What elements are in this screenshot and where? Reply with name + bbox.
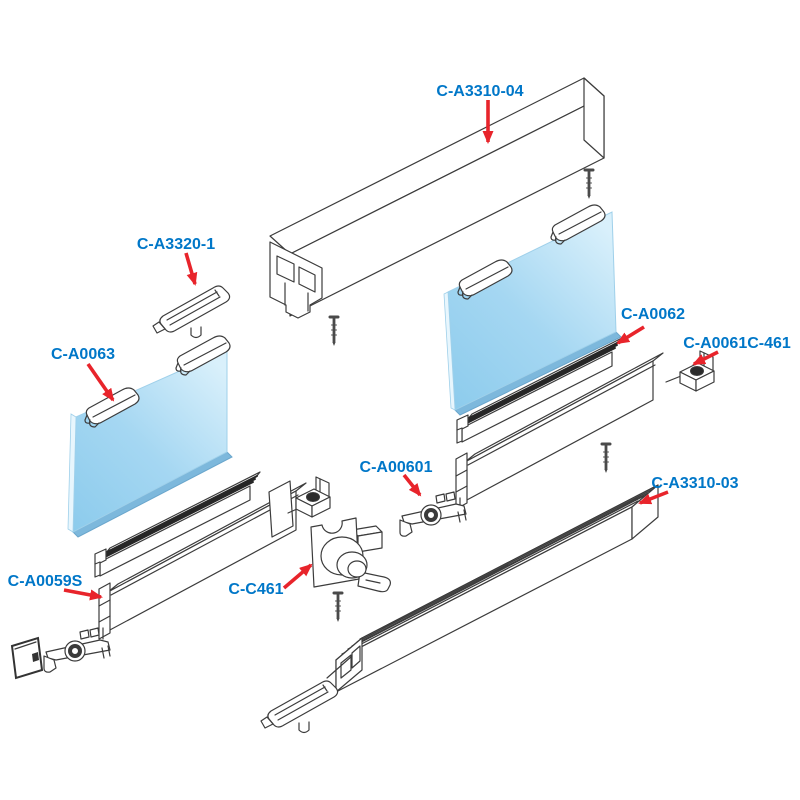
arrow-glass-clip [86,362,115,402]
connector-line [287,508,298,514]
arrow-stop-latch [184,252,198,286]
arrow-corner-bracket [692,350,719,366]
label-bottom-rail: C-A0059S [8,573,83,590]
screw-icon [328,315,340,348]
callouts: C-A3310-04 C-A3320-1 C-A0062 C-A0061C-46… [8,83,791,601]
label-corner-bracket: C-A0061C-461 [683,335,791,352]
spacer-plate-part [268,480,294,538]
corner-bracket-part [295,476,331,518]
arrow-roller [402,473,422,497]
label-roller: C-A00601 [360,459,433,476]
arrow-lock [282,563,313,590]
connector-line [665,375,682,383]
top-track-part [269,77,605,319]
lock-part [310,517,391,593]
connector-line [326,655,353,679]
label-bottom-track: C-A3310-03 [651,475,738,492]
end-cap-part [10,636,44,680]
glass-panel-right [443,211,622,416]
screw-icon [600,442,612,475]
glass-panel-left [67,349,233,538]
label-top-track: C-A3310-04 [436,83,523,100]
arrow-bottom-track [638,490,669,505]
label-glazing-channel: C-A0062 [621,306,685,323]
screw-icon [583,168,595,201]
screw-icon [332,591,344,624]
bottom-track-part [335,484,659,693]
arrow-bottom-rail [63,588,103,601]
label-glass-clip: C-A0063 [51,346,115,363]
arrow-glazing-channel [616,325,645,345]
stop-latch-bottom-part [260,680,339,734]
stop-latch-part [152,285,231,339]
label-stop-latch: C-A3320-1 [137,236,215,253]
label-lock: C-C461 [228,581,283,598]
